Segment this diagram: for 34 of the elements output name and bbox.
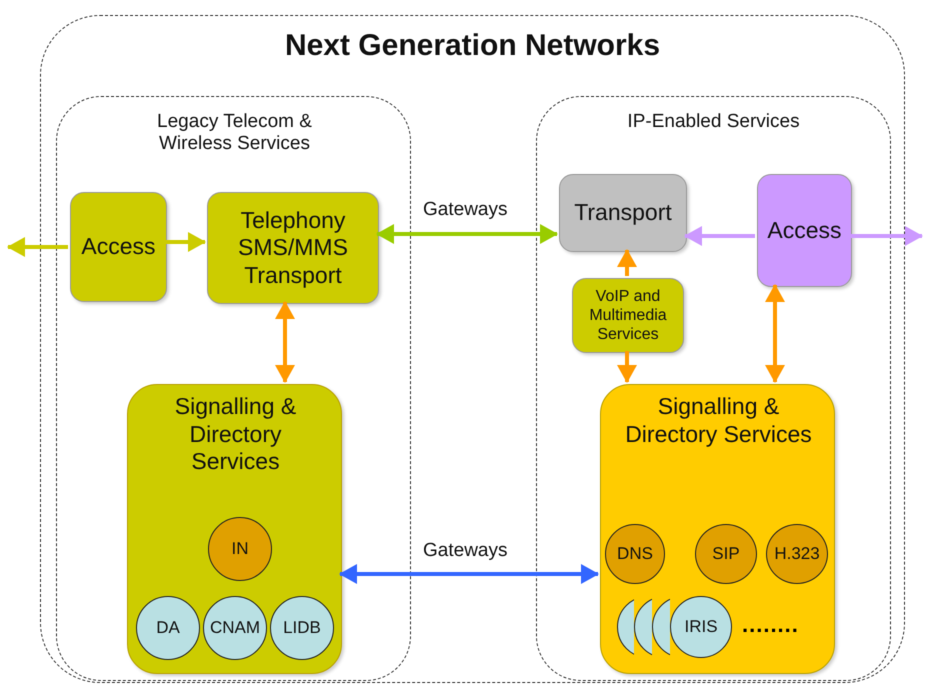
protocol-circle: DNS <box>605 524 665 584</box>
group-title: Legacy Telecom & Wireless Services <box>156 110 313 156</box>
service-box: Telephony SMS/MMS Transport <box>207 192 379 304</box>
protocol-circle: DA <box>136 596 200 660</box>
protocol-circle: CNAM <box>203 596 267 660</box>
protocol-circle: LIDB <box>270 596 334 660</box>
protocol-circle: H.323 <box>766 524 828 584</box>
service-box: Access <box>70 192 167 302</box>
service-box: Transport <box>559 174 687 252</box>
arrow <box>765 284 785 383</box>
arrow <box>7 237 68 257</box>
group-frame <box>40 15 905 683</box>
arrow <box>376 224 558 244</box>
arrow <box>339 564 599 584</box>
ellipsis-text: ........ <box>742 612 799 638</box>
group-title: IP-Enabled Services <box>626 110 801 134</box>
arrow <box>617 351 637 383</box>
protocol-circle: SIP <box>695 524 757 584</box>
service-panel <box>600 384 835 674</box>
frame-title: Next Generation Networks <box>284 28 662 64</box>
group-frame <box>56 96 411 681</box>
group-frame <box>536 96 891 681</box>
arrow <box>850 226 923 246</box>
arrow <box>684 226 755 246</box>
group-title: Signalling & Directory Services <box>624 393 813 448</box>
protocol-circle: IRIS <box>670 596 732 658</box>
arrow <box>617 249 637 276</box>
arrow <box>275 301 295 383</box>
protocol-circle: IN <box>208 517 272 581</box>
service-box: VoIP and Multimedia Services <box>572 278 684 353</box>
service-box: Access <box>757 174 852 287</box>
arrow <box>165 232 206 252</box>
service-panel <box>127 384 342 674</box>
group-title: Signalling & Directory Services <box>174 393 298 476</box>
